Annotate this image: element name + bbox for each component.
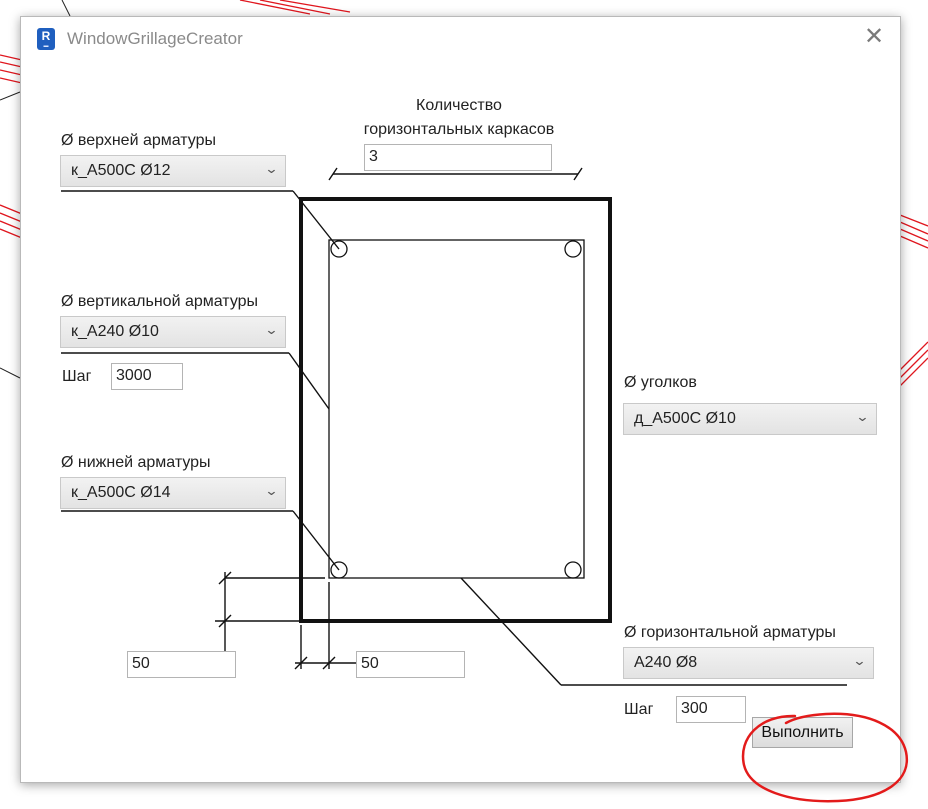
vertical-rebar-label: Ø вертикальной арматуры	[61, 293, 259, 310]
chevron-down-icon: ⌄	[852, 653, 867, 668]
bottom-rebar-select[interactable]: к_А500С Ø14 ⌄	[60, 477, 286, 509]
chevron-down-icon: ⌄	[264, 161, 279, 176]
corner-rebar-select[interactable]: д_А500С Ø10 ⌄	[623, 403, 877, 435]
revit-app-icon: R ▬	[37, 28, 55, 50]
app-icon-letter: R	[41, 29, 51, 43]
execute-button[interactable]: Выполнить	[752, 717, 853, 748]
horizontal-step-input[interactable]: 300	[676, 696, 746, 723]
rebar-circle-bottom-right	[564, 561, 582, 579]
chevron-down-icon: ⌄	[264, 322, 279, 337]
top-rebar-label: Ø верхней арматуры	[61, 132, 217, 149]
vertical-rebar-value: к_А240 Ø10	[71, 323, 159, 340]
vertical-rebar-select[interactable]: к_А240 Ø10 ⌄	[60, 316, 286, 348]
outer-section-outline	[299, 197, 612, 623]
corner-rebar-label: Ø уголков	[624, 374, 697, 391]
horizontal-rebar-leader	[460, 577, 562, 686]
cross-section-diagram	[61, 167, 847, 686]
horizontal-rebar-label: Ø горизонтальной арматуры	[624, 624, 836, 641]
bottom-rebar-label: Ø нижней арматуры	[61, 454, 211, 471]
horizontal-count-label: Количество горизонтальных каркасов	[363, 97, 555, 138]
top-rebar-select[interactable]: к_А500С Ø12 ⌄	[60, 155, 286, 187]
horizontal-rebar-value: А240 Ø8	[634, 654, 698, 671]
horizontal-rebar-select[interactable]: А240 Ø8 ⌄	[623, 647, 874, 679]
rebar-circle-top-left	[330, 240, 348, 258]
inner-rebar-outline	[328, 239, 585, 579]
chevron-down-icon: ⌄	[264, 483, 279, 498]
horizontal-count-input[interactable]: 3	[364, 144, 552, 171]
rebar-circle-bottom-left	[330, 561, 348, 579]
vertical-step-input[interactable]: 3000	[111, 363, 183, 390]
close-icon[interactable]: ✕	[863, 23, 885, 50]
left-offset-input[interactable]: 50	[356, 651, 465, 678]
bottom-offset-input[interactable]: 50	[127, 651, 236, 678]
vertical-step-label: Шаг	[62, 368, 92, 385]
bottom-rebar-value: к_А500С Ø14	[71, 484, 171, 501]
corner-rebar-value: д_А500С Ø10	[634, 410, 736, 427]
horizontal-step-label: Шаг	[624, 701, 654, 718]
rebar-circle-top-right	[564, 240, 582, 258]
top-rebar-value: к_А500С Ø12	[71, 162, 171, 179]
window-grillage-creator-dialog: R ▬ WindowGrillageCreator ✕	[20, 16, 901, 783]
chevron-down-icon: ⌄	[855, 409, 870, 424]
window-title: WindowGrillageCreator	[67, 29, 243, 48]
title-bar: R ▬ WindowGrillageCreator ✕	[21, 17, 900, 59]
